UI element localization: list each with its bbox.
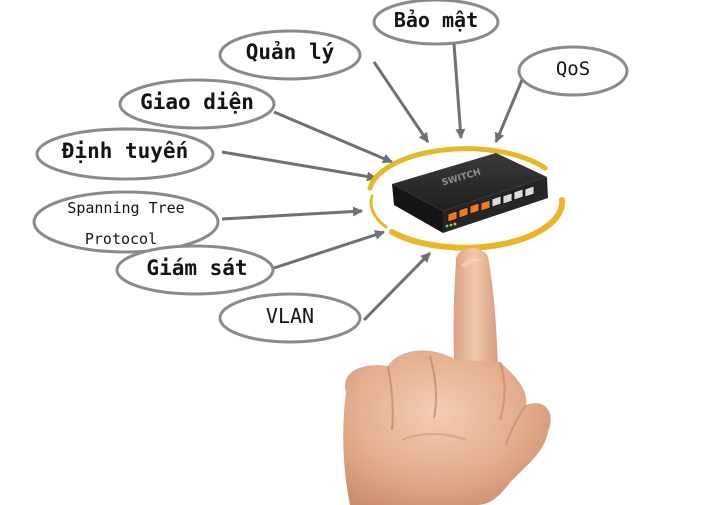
arrow-security bbox=[452, 43, 466, 139]
label-security: Bảo mật bbox=[393, 8, 479, 32]
palm bbox=[343, 350, 551, 505]
arrow-management bbox=[372, 61, 430, 143]
port bbox=[524, 185, 535, 198]
port bbox=[458, 206, 469, 219]
pointing-hand bbox=[343, 248, 551, 505]
label-routing: Định tuyến bbox=[61, 139, 189, 163]
bubble-interface bbox=[118, 78, 276, 130]
port bbox=[513, 188, 524, 201]
arrow-spanning-tree bbox=[221, 206, 363, 221]
bubble-spanning-tree bbox=[32, 190, 220, 254]
port bbox=[502, 192, 513, 205]
port bbox=[491, 195, 502, 208]
bubble-qos bbox=[517, 45, 629, 97]
port bbox=[469, 202, 480, 215]
network-switch: SWITCH bbox=[392, 153, 548, 233]
bubble-security bbox=[372, 0, 500, 46]
switch-leds bbox=[445, 222, 457, 228]
port bbox=[447, 210, 458, 223]
arrow-qos bbox=[494, 79, 524, 143]
label-qos: QoS bbox=[555, 58, 591, 80]
label-spanning-tree-line2: Protocol bbox=[84, 230, 158, 248]
bubble-monitoring bbox=[115, 244, 275, 296]
label-vlan: VLAN bbox=[265, 304, 315, 328]
switch-ports bbox=[447, 185, 535, 223]
bubble-routing bbox=[35, 127, 215, 181]
arrow-routing bbox=[221, 150, 377, 182]
port bbox=[480, 199, 491, 212]
label-spanning-tree-line1: Spanning Tree bbox=[67, 199, 185, 217]
arrow-vlan bbox=[362, 251, 432, 322]
label-monitoring: Giám sát bbox=[146, 256, 248, 280]
label-interface: Giao diện bbox=[140, 90, 254, 114]
arrow-interface bbox=[273, 110, 393, 164]
label-management: Quản lý bbox=[245, 40, 335, 64]
arrows bbox=[221, 43, 524, 322]
highlight-ring bbox=[367, 146, 566, 251]
bubble-outlines bbox=[32, 0, 629, 344]
bubble-vlan bbox=[218, 292, 362, 344]
arrow-monitoring bbox=[273, 230, 385, 270]
bubble-management bbox=[218, 29, 362, 81]
